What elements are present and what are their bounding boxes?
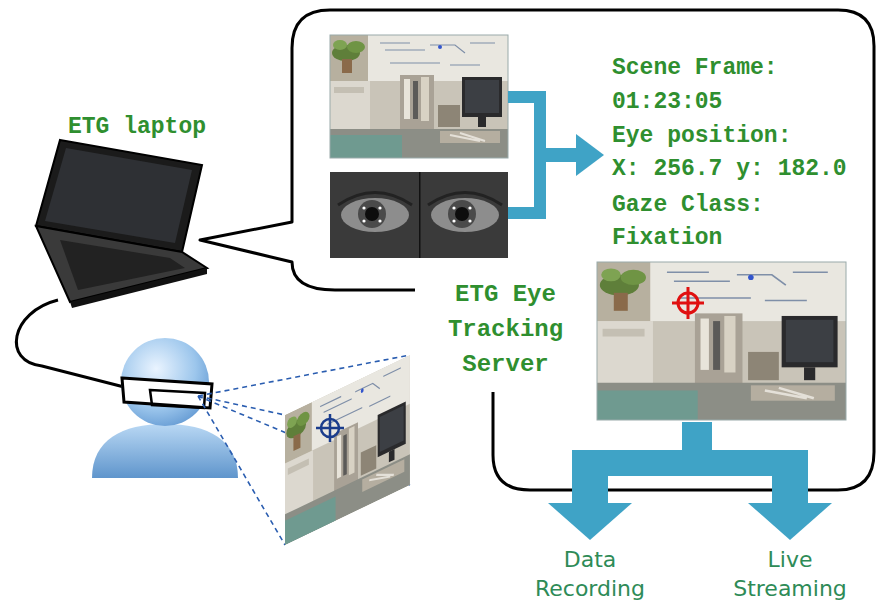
output-label: Data Recording xyxy=(515,545,665,603)
status-text: Gaze Class: xyxy=(612,188,874,222)
bracket-arrow xyxy=(508,91,604,219)
person-icon xyxy=(92,338,238,478)
status-text: Fixation xyxy=(612,221,874,255)
bubble-outline-path xyxy=(200,10,874,490)
status-text: X: 256.7 y: 182.0 xyxy=(612,152,874,186)
scene-image xyxy=(330,35,508,158)
laptop-illustration xyxy=(36,140,207,308)
output-label: Live Streaming xyxy=(715,545,865,603)
gaze-overlay-image xyxy=(597,262,846,420)
fork-arrow xyxy=(548,422,832,540)
status-text: Scene Frame: xyxy=(612,51,874,85)
node-title: ETG Eye Tracking Server xyxy=(438,277,573,382)
status-text: Eye position: xyxy=(612,119,874,153)
device-label: ETG laptop xyxy=(68,112,238,142)
gaze-projection xyxy=(198,355,410,545)
status-text: 01:23:05 xyxy=(612,85,874,119)
cable xyxy=(16,300,128,388)
eye-image xyxy=(330,172,508,258)
